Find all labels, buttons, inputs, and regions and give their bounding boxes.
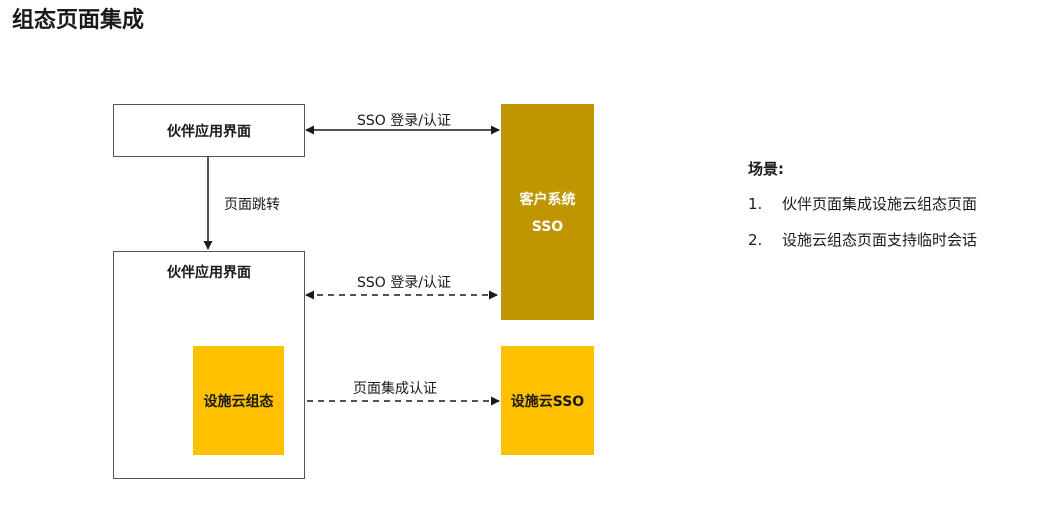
scenario-item-number: 2. (748, 231, 763, 249)
partner-app-label-bottom: 伙伴应用界面 (167, 265, 251, 281)
scenario-item: 1. 伙伴页面集成设施云组态页面 (748, 193, 977, 214)
edge-page-jump-label: 页面跳转 (224, 197, 280, 213)
scenario-item-number: 1. (748, 195, 763, 213)
scenario-item-text: 伙伴页面集成设施云组态页面 (782, 195, 978, 213)
facility-sso-box: 设施云SSO (501, 346, 594, 455)
scenario-item: 2. 设施云组态页面支持临时会话 (748, 229, 977, 250)
edge-sso-bottom-label: SSO 登录/认证 (357, 275, 451, 291)
facility-config-box: 设施云组态 (193, 346, 284, 455)
scenario-title: 场景: (748, 160, 784, 178)
edge-page-auth-label: 页面集成认证 (353, 381, 437, 397)
partner-app-label-top: 伙伴应用界面 (167, 123, 251, 140)
facility-sso-label: 设施云SSO (510, 393, 585, 410)
customer-sso-label-line2: SSO (531, 219, 564, 235)
page-title: 组态页面集成 (12, 8, 145, 33)
facility-config-label: 设施云组态 (203, 393, 274, 410)
partner-app-box-top: 伙伴应用界面 (113, 104, 305, 157)
edge-sso-top-label: SSO 登录/认证 (357, 113, 451, 129)
customer-sso-box: 客户系统 SSO (501, 104, 594, 320)
scenario-item-text: 设施云组态页面支持临时会话 (782, 231, 978, 249)
customer-sso-label-line1: 客户系统 (519, 192, 576, 208)
